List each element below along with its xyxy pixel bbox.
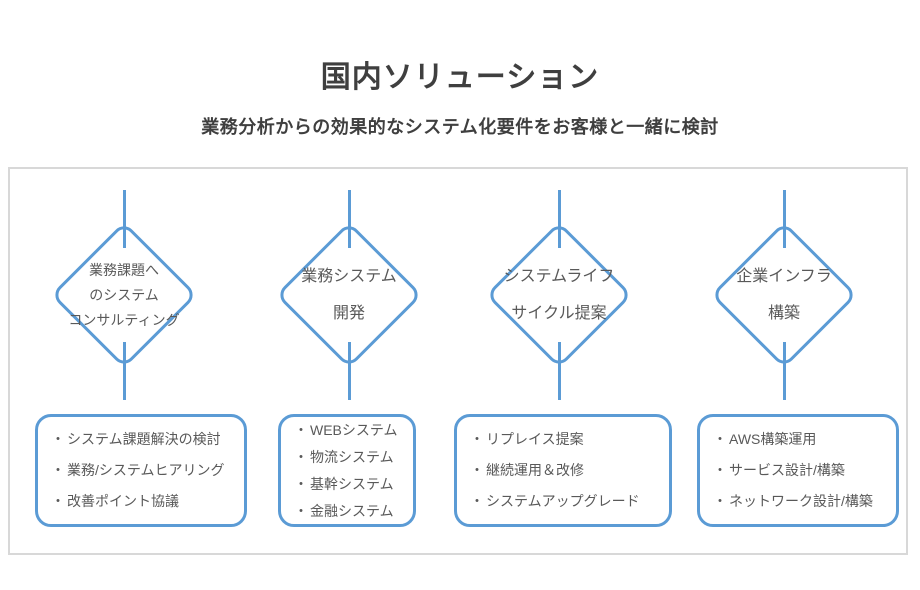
diamond-label: システムライフサイクル提案 — [464, 243, 654, 347]
diamond-label-line: のシステム — [89, 286, 159, 303]
bullet-icon: ・ — [294, 421, 308, 438]
bullet-icon: ・ — [51, 462, 65, 478]
bullet-icon: ・ — [51, 431, 65, 447]
bullet-icon: ・ — [470, 493, 484, 509]
bullet-icon: ・ — [294, 502, 308, 519]
list-item: ・物流システム — [294, 444, 409, 471]
list-item: ・ネットワーク設計/構築 — [713, 486, 892, 517]
list-item-label: 基幹システム — [310, 475, 394, 492]
connector-line-top — [122, 190, 126, 248]
diamond-label-line: システムライフ — [503, 268, 615, 285]
connector-line-bottom — [347, 342, 351, 400]
list-item-label: ネットワーク設計/構築 — [729, 493, 873, 509]
bullet-icon: ・ — [51, 493, 65, 509]
diamond-label-line: 業務課題へ — [89, 261, 159, 278]
connector-line-top — [782, 190, 786, 248]
list-item: ・AWS構築運用 — [713, 424, 892, 455]
list-item: ・システム課題解決の検討 — [51, 424, 240, 455]
diamond-label: 業務課題へのシステムコンサルティング — [29, 243, 219, 347]
diamond-label: 業務システム開発 — [254, 243, 444, 347]
diamond-label-line: 業務システム — [301, 268, 397, 285]
bullet-icon: ・ — [470, 431, 484, 447]
connector-line-top — [557, 190, 561, 248]
list-item-label: AWS構築運用 — [729, 431, 817, 447]
diagram-panel: 業務課題へのシステムコンサルティング・システム課題解決の検討・業務/システムヒア… — [8, 167, 908, 555]
page-header: 国内ソリューション 業務分析からの効果的なシステム化要件をお客様と一緒に検討 — [0, 0, 920, 139]
connector-line-top — [347, 190, 351, 248]
detail-box: ・リプレイス提案・継続運用＆改修・システムアップグレード — [454, 414, 672, 527]
bullet-icon: ・ — [294, 448, 308, 465]
page-title: 国内ソリューション — [320, 61, 600, 94]
list-item: ・WEBシステム — [294, 417, 409, 444]
list-item-label: サービス設計/構築 — [729, 462, 845, 478]
list-item: ・サービス設計/構築 — [713, 455, 892, 486]
bullet-icon: ・ — [713, 462, 727, 478]
list-item: ・業務/システムヒアリング — [51, 455, 240, 486]
list-item-label: 金融システム — [310, 502, 394, 519]
bullet-icon: ・ — [713, 431, 727, 447]
diamond-label-line: サイクル提案 — [511, 305, 607, 322]
diamond-label-line: 開発 — [332, 305, 365, 322]
list-item-label: 継続運用＆改修 — [486, 462, 584, 478]
list-item-label: 物流システム — [310, 448, 394, 465]
list-item: ・改善ポイント協議 — [51, 486, 240, 517]
list-item-label: 改善ポイント協議 — [67, 493, 179, 509]
detail-box: ・AWS構築運用・サービス設計/構築・ネットワーク設計/構築 — [697, 414, 899, 527]
list-item-label: システム課題解決の検討 — [67, 431, 221, 447]
list-item: ・リプレイス提案 — [470, 424, 665, 455]
diamond-label-line: コンサルティング — [68, 311, 180, 328]
list-item: ・金融システム — [294, 498, 409, 525]
detail-box: ・システム課題解決の検討・業務/システムヒアリング・改善ポイント協議 — [35, 414, 247, 527]
list-item: ・継続運用＆改修 — [470, 455, 665, 486]
diamond-label: 企業インフラ構築 — [689, 243, 879, 347]
bullet-icon: ・ — [294, 475, 308, 492]
bullet-icon: ・ — [713, 493, 727, 509]
connector-line-bottom — [557, 342, 561, 400]
connector-line-bottom — [122, 342, 126, 400]
diamond-label-line: 構築 — [767, 305, 800, 322]
list-item-label: WEBシステム — [310, 421, 398, 438]
detail-box: ・WEBシステム・物流システム・基幹システム・金融システム — [278, 414, 416, 527]
list-item: ・システムアップグレード — [470, 486, 665, 517]
list-item: ・基幹システム — [294, 471, 409, 498]
bullet-icon: ・ — [470, 462, 484, 478]
list-item-label: システムアップグレード — [486, 493, 640, 509]
diamond-label-line: 企業インフラ — [736, 268, 832, 285]
page-subtitle: 業務分析からの効果的なシステム化要件をお客様と一緒に検討 — [201, 117, 719, 137]
list-item-label: 業務/システムヒアリング — [67, 462, 225, 478]
connector-line-bottom — [782, 342, 786, 400]
list-item-label: リプレイス提案 — [486, 431, 584, 447]
